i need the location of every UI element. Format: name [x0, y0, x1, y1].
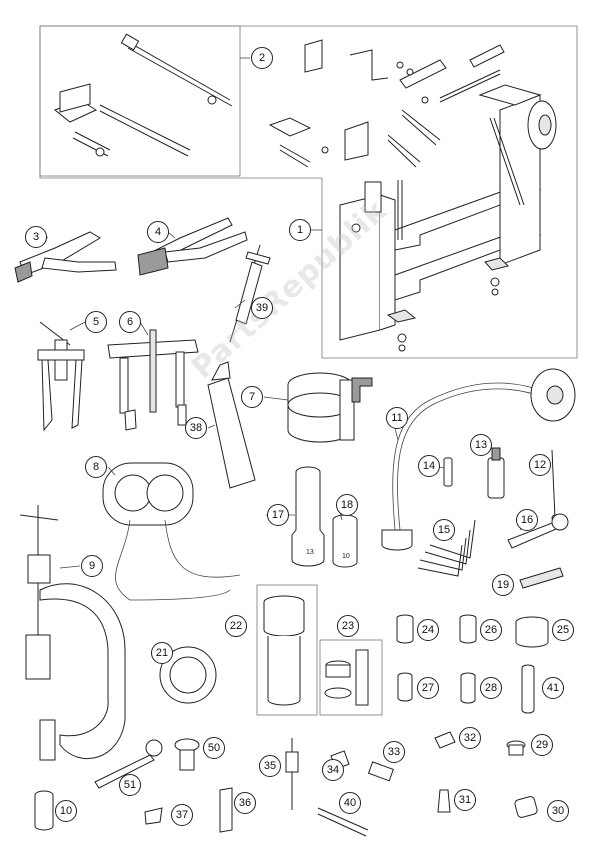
callout-27[interactable]: 27 — [417, 677, 439, 699]
part-26-bushing — [459, 614, 477, 644]
callout-7[interactable]: 7 — [241, 386, 263, 408]
part-21-clutch-holder — [159, 646, 217, 704]
callout-40[interactable]: 40 — [339, 792, 361, 814]
part-14-vial — [443, 457, 453, 487]
part-18-socket — [332, 514, 358, 568]
part-23-bearing-set — [319, 639, 383, 716]
part-32-plug — [434, 731, 456, 749]
part-33-bolt — [367, 761, 394, 782]
callout-15[interactable]: 15 — [433, 519, 455, 541]
part-50-tool — [174, 738, 200, 771]
callout-22[interactable]: 22 — [225, 615, 247, 637]
callout-25[interactable]: 25 — [552, 619, 574, 641]
callout-33[interactable]: 33 — [383, 741, 405, 763]
callout-34[interactable]: 34 — [322, 759, 344, 781]
callout-11[interactable]: 11 — [386, 407, 408, 429]
part-36-plate — [219, 787, 233, 833]
part-15-hex-keys — [417, 519, 476, 577]
callout-32[interactable]: 32 — [459, 727, 481, 749]
part-5-puller — [37, 321, 85, 432]
callout-14[interactable]: 14 — [418, 455, 440, 477]
part-3-pliers — [14, 231, 117, 283]
callout-28[interactable]: 28 — [480, 677, 502, 699]
part-2-bolts — [54, 33, 233, 157]
callout-51[interactable]: 51 — [119, 774, 141, 796]
part-37-clip — [144, 807, 163, 825]
part-17-socket — [291, 466, 325, 567]
group-2-boundary — [39, 25, 241, 177]
callout-50[interactable]: 50 — [203, 737, 225, 759]
callout-6[interactable]: 6 — [119, 311, 141, 333]
callout-9[interactable]: 9 — [81, 555, 103, 577]
callout-4[interactable]: 4 — [147, 221, 169, 243]
socket-18-marking: 10 — [342, 553, 350, 560]
callout-5[interactable]: 5 — [85, 311, 107, 333]
part-29-cap — [506, 740, 526, 756]
socket-17-marking: 13 — [306, 549, 314, 556]
part-30-plug — [514, 796, 538, 818]
callout-41[interactable]: 41 — [542, 677, 564, 699]
callout-18[interactable]: 18 — [336, 494, 358, 516]
callout-19[interactable]: 19 — [492, 574, 514, 596]
part-10-sleeve — [34, 790, 54, 831]
part-4-crimp-pliers — [137, 217, 248, 276]
callout-16[interactable]: 16 — [516, 509, 538, 531]
part-16-wrench — [507, 513, 569, 549]
callout-23[interactable]: 23 — [337, 615, 359, 637]
callout-35[interactable]: 35 — [259, 755, 281, 777]
callout-38[interactable]: 38 — [185, 417, 207, 439]
callout-24[interactable]: 24 — [417, 619, 439, 641]
callout-12[interactable]: 12 — [529, 454, 551, 476]
part-1-engine-stand — [268, 39, 557, 352]
callout-3[interactable]: 3 — [25, 226, 47, 248]
callout-39[interactable]: 39 — [251, 297, 273, 319]
part-24-bushing — [396, 614, 414, 644]
part-40-threaded-rod — [317, 807, 369, 837]
callout-10[interactable]: 10 — [55, 800, 77, 822]
part-12-pin — [551, 449, 559, 522]
part-11-dial-indicator — [381, 368, 576, 551]
callout-21[interactable]: 21 — [151, 642, 173, 664]
part-25-bushing — [515, 616, 549, 648]
part-38-sealant-tube — [207, 361, 256, 489]
part-7-ring-compressor — [287, 372, 373, 443]
part-6-puller — [107, 329, 199, 431]
callout-30[interactable]: 30 — [547, 800, 569, 822]
part-9-press — [19, 505, 126, 761]
part-31-nozzle — [437, 789, 451, 813]
part-22-bearing-mandrel — [256, 584, 318, 716]
part-41-bushing — [521, 664, 535, 714]
part-51-hook-wrench — [94, 739, 163, 789]
part-28-bushing — [460, 672, 476, 704]
callout-36[interactable]: 36 — [234, 792, 256, 814]
callout-26[interactable]: 26 — [480, 619, 502, 641]
callout-13[interactable]: 13 — [470, 434, 492, 456]
group-1-boundary — [39, 25, 578, 359]
callout-17[interactable]: 17 — [267, 504, 289, 526]
part-13-bottle — [487, 447, 505, 499]
part-19-strip — [519, 567, 564, 589]
part-8-vacuum-gauge — [102, 462, 241, 601]
callout-2[interactable]: 2 — [251, 47, 273, 69]
callout-1[interactable]: 1 — [289, 219, 311, 241]
part-35-valve-tool — [285, 738, 299, 810]
callout-8[interactable]: 8 — [85, 456, 107, 478]
callout-37[interactable]: 37 — [171, 804, 193, 826]
part-39-syringe — [229, 244, 271, 343]
part-27-bushing — [397, 672, 413, 702]
callout-29[interactable]: 29 — [531, 734, 553, 756]
callout-31[interactable]: 31 — [454, 789, 476, 811]
